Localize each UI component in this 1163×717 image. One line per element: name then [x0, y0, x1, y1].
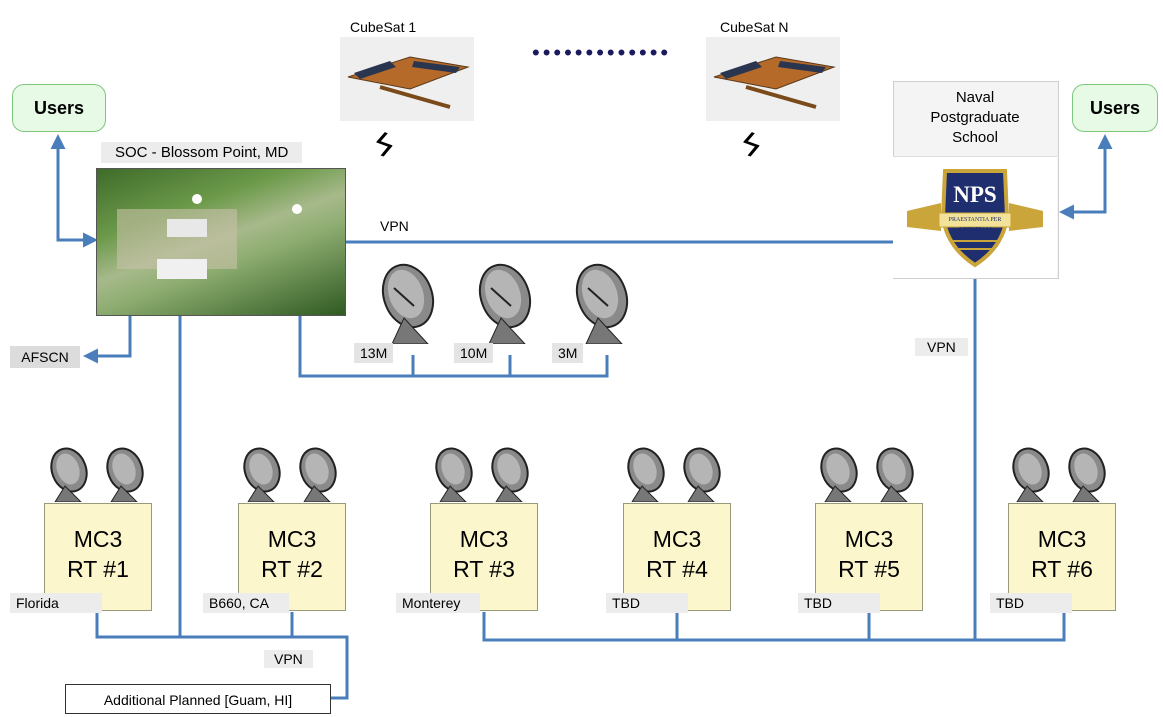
vpn-label-right: VPN: [915, 338, 968, 356]
vpn-label-bottom: VPN: [264, 650, 313, 668]
additional-planned-box: Additional Planned [Guam, HI]: [65, 684, 331, 714]
nps-caption: Naval Postgraduate School: [893, 88, 1057, 148]
station-name: MC3: [73, 526, 123, 552]
station-rt: RT #4: [646, 556, 708, 582]
rt1-dish-pair-icon: [45, 446, 157, 507]
users-right: Users: [1072, 84, 1158, 132]
station-rt5-site: TBD: [798, 593, 880, 613]
cubesat-n-label: CubeSat N: [720, 19, 789, 35]
nps-caption-line-1: Naval: [955, 89, 995, 106]
antenna-3m-label: 3M: [552, 343, 584, 363]
afscn-badge: AFSCN: [10, 346, 80, 368]
station-rt4-site: TBD: [606, 593, 688, 613]
users-left-link: [50, 134, 98, 248]
nps-seal-text: NPS: [953, 182, 997, 207]
rt4-dish-pair-icon: [622, 446, 734, 507]
antenna-bus: [298, 314, 609, 378]
station-rt1-site: Florida: [10, 593, 102, 613]
nps-seal-logo: NPS PRAESTANTIA PER SCIENTIAM: [893, 156, 1057, 278]
antenna-13m-icon: [378, 258, 442, 349]
vpn-label-top: VPN: [380, 218, 409, 234]
station-name: MC3: [1037, 526, 1087, 552]
nps-caption-line-2: Postgraduate: [930, 109, 1020, 126]
users-left: Users: [12, 84, 106, 132]
cubesat-1-image: [340, 37, 474, 121]
rt2-dish-pair-icon: [238, 446, 350, 507]
cubesat-n-image: [706, 37, 840, 121]
station-name: MC3: [652, 526, 702, 552]
rt3-dish-pair-icon: [430, 446, 542, 507]
rt5-dish-pair-icon: [815, 446, 927, 507]
antenna-10m-icon: [475, 258, 539, 349]
ellipsis-dots: •••••••••••••: [532, 40, 672, 65]
cubesat-1-label: CubeSat 1: [350, 19, 417, 35]
nps-motto: PRAESTANTIA PER SCIENTIAM: [948, 217, 1002, 233]
station-rt: RT #5: [838, 556, 900, 582]
station-name: MC3: [267, 526, 317, 552]
station-name: MC3: [459, 526, 509, 552]
antenna-3m-icon: [572, 258, 636, 349]
nps-caption-line-3: School: [952, 129, 998, 146]
soc-aerial-photo: [96, 168, 346, 316]
soc-title: SOC - Blossom Point, MD: [101, 142, 303, 163]
station-rt: RT #3: [453, 556, 515, 582]
station-rt: RT #2: [261, 556, 323, 582]
station-rt2-site: B660, CA: [203, 593, 289, 613]
antenna-10m-label: 10M: [454, 343, 494, 363]
station-rt: RT #1: [67, 556, 129, 582]
rt6-dish-pair-icon: [1007, 446, 1119, 507]
antenna-13m-label: 13M: [354, 343, 394, 363]
users-right-link: [1059, 134, 1113, 220]
afscn-link: [83, 314, 132, 364]
station-name: MC3: [844, 526, 894, 552]
station-rt3: MC3 RT #3: [430, 503, 538, 611]
station-rt: RT #6: [1031, 556, 1093, 582]
station-rt6-site: TBD: [990, 593, 1072, 613]
station-rt3-site: Monterey: [396, 593, 480, 613]
